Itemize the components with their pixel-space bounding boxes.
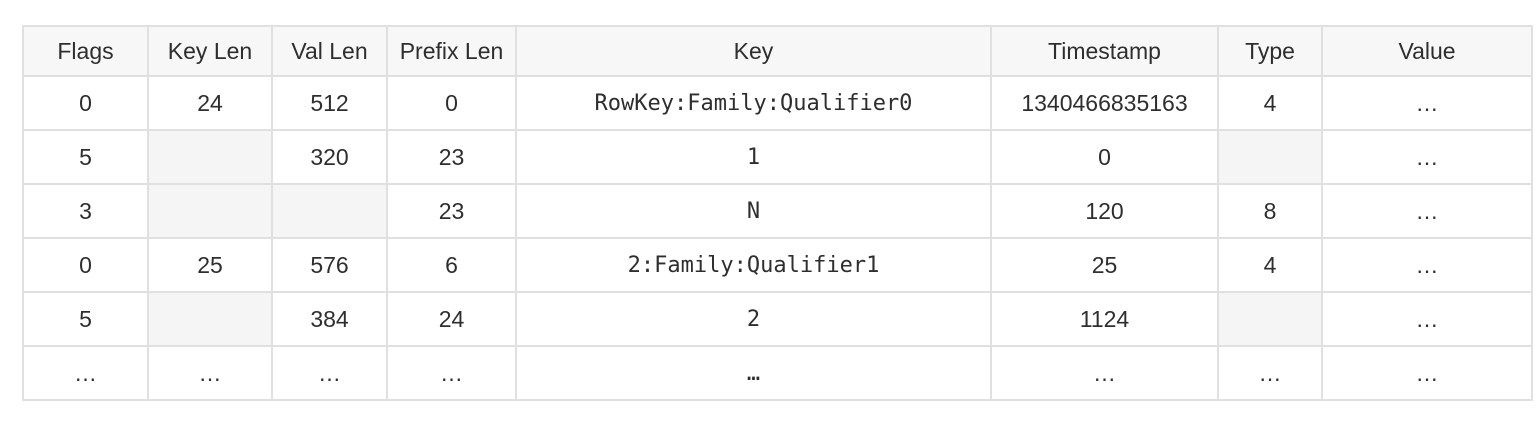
cell-flags: 0 (22, 237, 149, 293)
cell-timestamp: 0 (990, 129, 1219, 185)
cell-value: … (1321, 183, 1533, 239)
cell-flags: 0 (22, 75, 149, 131)
cell-flags: 5 (22, 129, 149, 185)
cell-flags: 5 (22, 291, 149, 347)
cell-key-len (147, 129, 273, 185)
column-header-prefix-len: Prefix Len (386, 25, 517, 77)
cell-prefix-len: 23 (386, 183, 517, 239)
cell-val-len: 512 (271, 75, 388, 131)
column-header-value: Value (1321, 25, 1533, 77)
cell-prefix-len: 6 (386, 237, 517, 293)
cell-value: … (1321, 237, 1533, 293)
cell-value: … (1321, 75, 1533, 131)
column-header-type: Type (1217, 25, 1323, 77)
cell-val-len: 576 (271, 237, 388, 293)
cell-key-len: 24 (147, 75, 273, 131)
cell-key-len: … (147, 345, 273, 401)
cell-val-len: … (271, 345, 388, 401)
cell-value: … (1321, 291, 1533, 347)
cell-timestamp: … (990, 345, 1219, 401)
cell-timestamp: 120 (990, 183, 1219, 239)
cell-prefix-len: 24 (386, 291, 517, 347)
column-header-val-len: Val Len (271, 25, 388, 77)
cell-timestamp: 1340466835163 (990, 75, 1219, 131)
cell-prefix-len: … (386, 345, 517, 401)
cell-type: … (1217, 345, 1323, 401)
cell-value: … (1321, 345, 1533, 401)
cell-key: RowKey:Family:Qualifier0 (515, 75, 992, 131)
cell-key: N (515, 183, 992, 239)
table-row: …………………… (22, 345, 1533, 401)
cell-type (1217, 129, 1323, 185)
cell-key-len: 25 (147, 237, 273, 293)
cell-type: 4 (1217, 75, 1323, 131)
cell-val-len: 384 (271, 291, 388, 347)
cell-type: 4 (1217, 237, 1323, 293)
cell-timestamp: 1124 (990, 291, 1219, 347)
cell-prefix-len: 23 (386, 129, 517, 185)
column-header-timestamp: Timestamp (990, 25, 1219, 77)
cell-flags: … (22, 345, 149, 401)
cell-type (1217, 291, 1323, 347)
cell-key: 2 (515, 291, 992, 347)
cell-type: 8 (1217, 183, 1323, 239)
column-header-key-len: Key Len (147, 25, 273, 77)
cell-value: … (1321, 129, 1533, 185)
cell-flags: 3 (22, 183, 149, 239)
cell-val-len (271, 183, 388, 239)
cell-prefix-len: 0 (386, 75, 517, 131)
cell-key: … (515, 345, 992, 401)
column-header-flags: Flags (22, 25, 149, 77)
cell-key: 1 (515, 129, 992, 185)
cell-key: 2:Family:Qualifier1 (515, 237, 992, 293)
cell-key-len (147, 183, 273, 239)
cell-val-len: 320 (271, 129, 388, 185)
cell-key-len (147, 291, 273, 347)
cell-timestamp: 25 (990, 237, 1219, 293)
column-header-key: Key (515, 25, 992, 77)
